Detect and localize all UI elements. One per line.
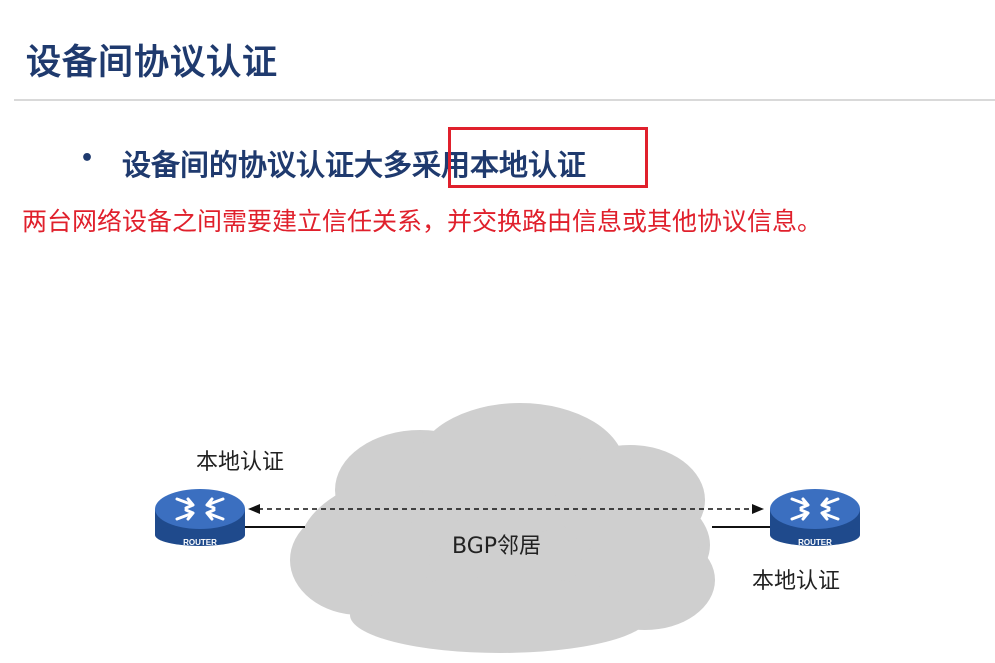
- bullet-text: 设备间的协议认证大多采用本地认证: [122, 148, 587, 182]
- highlight-box: [448, 127, 648, 188]
- arrowhead-left: [248, 504, 260, 514]
- title-divider: [14, 99, 995, 101]
- right-router-caption: ROUTER: [798, 538, 832, 547]
- page-title: 设备间协议认证: [26, 43, 279, 83]
- bullet-marker: •: [80, 146, 95, 171]
- left-router-label: 本地认证: [196, 450, 285, 475]
- cloud-label: BGP邻居: [452, 534, 542, 559]
- left-router-caption: ROUTER: [183, 538, 217, 547]
- annotation-note: 两台网络设备之间需要建立信任关系，并交换路由信息或其他协议信息。: [22, 207, 823, 236]
- cloud-shape: [290, 403, 715, 653]
- right-router-label: 本地认证: [752, 569, 841, 594]
- router-icon: ROUTER: [155, 489, 245, 547]
- router-icon: ROUTER: [770, 489, 860, 547]
- arrowhead-right: [752, 504, 764, 514]
